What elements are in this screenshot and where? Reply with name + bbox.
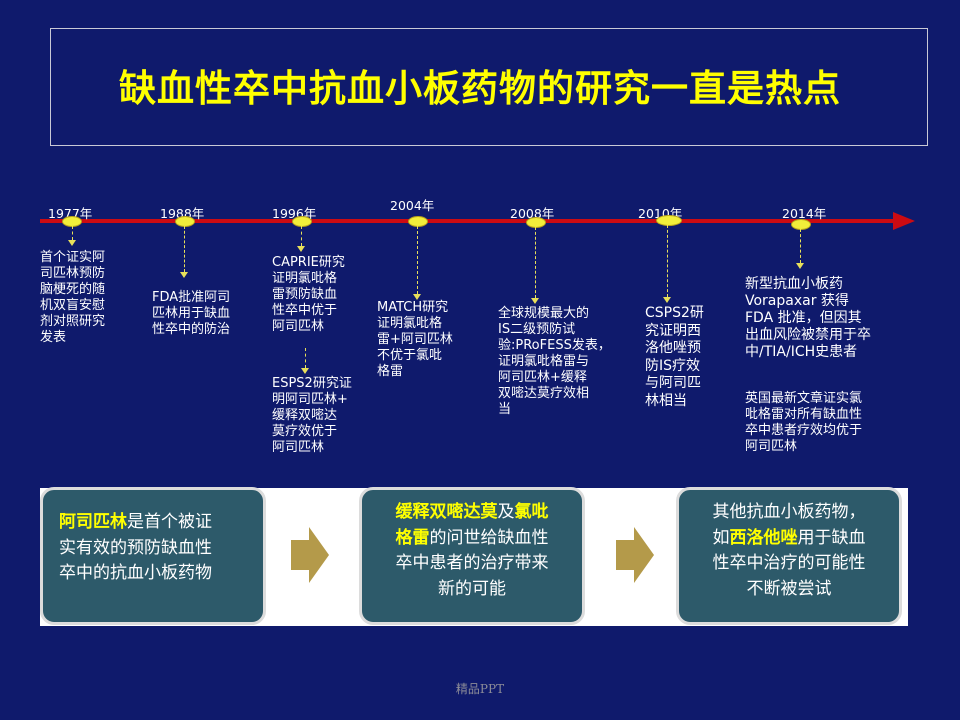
timeline-marker (408, 216, 428, 227)
connector-arrowhead (301, 368, 309, 374)
event-2010: CSPS2研 究证明西 洛他唑预 防IS疗效 与阿司匹 林相当 (645, 305, 704, 409)
connector-line (305, 348, 306, 368)
flow-arrow-head (309, 527, 329, 583)
timeline-arrow-head (893, 212, 915, 230)
connector-line (667, 225, 668, 297)
event-1996-esps2: ESPS2研究证 明阿司匹林+ 缓释双嘧达 莫疗效优于 阿司匹林 (272, 376, 352, 455)
connector-arrowhead (297, 246, 305, 252)
year-label: 2014年 (782, 206, 827, 221)
event-2004: MATCH研究 证明氯吡格 雷+阿司匹林 不优于氯吡 格雷 (377, 300, 453, 379)
connector-arrowhead (663, 297, 671, 303)
slide-title: 缺血性卒中抗血小板药物的研究一直是热点 (119, 67, 841, 110)
connector-arrowhead (796, 263, 804, 269)
event-2014-uk-study: 英国最新文章证实氯 吡格雷对所有缺血性 卒中患者疗效均优于 阿司匹林 (745, 391, 863, 454)
year-label: 1977年 (48, 206, 93, 221)
summary-card-others: 其他抗血小板药物， 如西洛他唑用于缺血 性卒中治疗的可能性 不断被尝试 (676, 487, 902, 625)
connector-line (72, 226, 73, 240)
timeline-marker (791, 219, 811, 230)
flow-arrow-body (616, 540, 634, 570)
event-1988: FDA批准阿司 匹林用于缺血 性卒中的防治 (152, 290, 231, 337)
event-2014-vorapaxar: 新型抗血小板药 Vorapaxar 获得 FDA 批准，但因其 出血风险被禁用于… (745, 276, 871, 360)
connector-line (417, 226, 418, 294)
connector-arrowhead (68, 240, 76, 246)
summary-card-aspirin: 阿司匹林是首个被证 实有效的预防缺血性 卒中的抗血小板药物 (40, 487, 266, 625)
event-1977: 首个证实阿 司匹林预防 脑梗死的随 机双盲安慰 剂对照研究 发表 (40, 250, 106, 345)
highlight-clopidogrel: 氯吡 (514, 502, 549, 522)
timeline-marker (526, 217, 546, 228)
connector-line (184, 226, 185, 272)
summary-card-dipyridamole: 缓释双嘧达莫及氯吡 格雷的问世给缺血性 卒中患者的治疗带来 新的可能 (359, 487, 585, 625)
connector-arrowhead (531, 298, 539, 304)
timeline-marker (175, 216, 195, 227)
highlight-aspirin: 阿司匹林 (59, 512, 127, 532)
timeline-marker (292, 216, 312, 227)
highlight-cilostazol: 西洛他唑 (729, 527, 798, 548)
connector-line (535, 227, 536, 298)
title-box (50, 28, 928, 146)
flow-arrow-head (634, 527, 654, 583)
event-2008: 全球规模最大的 IS二级预防试 验:PRoFESS发表， 证明氯吡格雷与 阿司匹… (498, 306, 611, 417)
timeline-arrow-line (40, 219, 895, 223)
timeline-marker (656, 215, 682, 226)
year-label: 2008年 (510, 206, 555, 221)
footer-watermark: 精品PPT (455, 682, 505, 696)
flow-arrow-body (291, 540, 309, 570)
connector-line (301, 226, 302, 246)
highlight-dipyridamole: 缓释双嘧达莫 (395, 502, 498, 522)
year-label: 1988年 (160, 206, 205, 221)
event-1996-caprie: CAPRIE研究 证明氯吡格 雷预防缺血 性卒中优于 阿司匹林 (272, 255, 345, 334)
connector-line (800, 229, 801, 263)
connector-arrowhead (413, 294, 421, 300)
connector-arrowhead (180, 272, 188, 278)
year-label: 2004年 (390, 198, 435, 213)
